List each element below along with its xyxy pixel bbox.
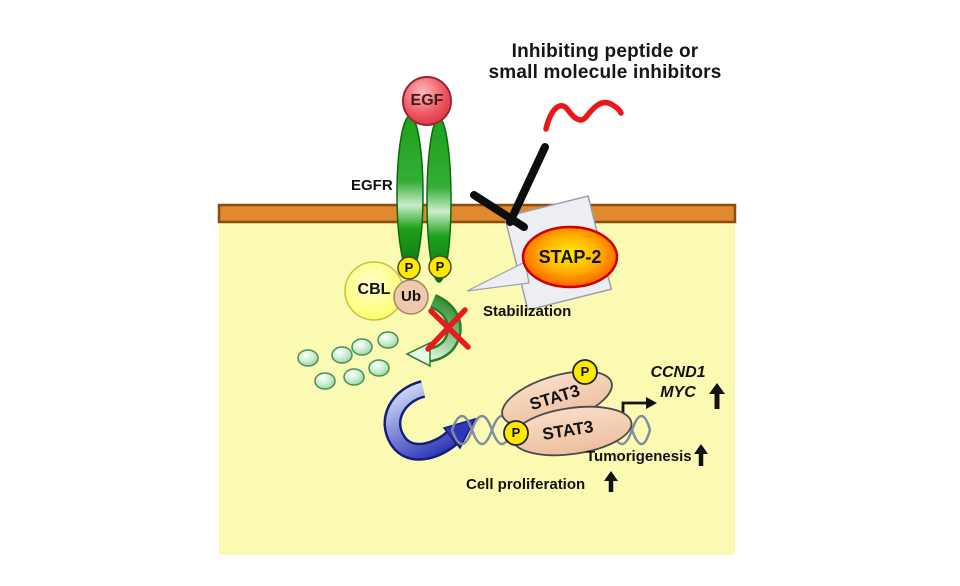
up-arrow-tumorigenesis-icon (694, 444, 708, 466)
phospho-circle-receptor-right (428, 255, 452, 279)
phospho-label-receptor-right: P (435, 259, 445, 274)
phospho-label-stat3-bottom: P (511, 425, 521, 440)
up-arrow-proliferation-icon (604, 471, 618, 492)
phospho-circle-stat3-top (572, 359, 598, 385)
peptide-squiggle-icon (543, 99, 624, 132)
cbl-label: CBL (357, 281, 391, 298)
red-x-icon (425, 307, 471, 352)
degradation-fragments (297, 331, 399, 390)
title-line-1: Inhibiting peptide or (511, 41, 699, 62)
title-line-2: small molecule inhibitors (488, 61, 722, 83)
egfr-receptor-left (396, 115, 424, 273)
phospho-circle-receptor-left (397, 256, 421, 280)
phospho-label-receptor-left: P (404, 260, 414, 275)
plasma-membrane (217, 203, 737, 224)
stap2-label: STAP-2 (538, 247, 602, 267)
tumorigenesis-label: Tumorigenesis (586, 448, 692, 465)
stabilization-label: Stabilization (483, 303, 572, 320)
inhibition-tbar-icon (470, 143, 549, 231)
egf-label: EGF (410, 92, 444, 109)
stap2-card-pointer (466, 261, 530, 292)
egfr-label: EGFR (351, 177, 393, 194)
degradation-arrow-icon (405, 294, 462, 368)
ub-label: Ub (401, 288, 421, 305)
gene-ccnd1-label: CCND1 (650, 364, 706, 381)
up-arrow-genes-icon (709, 383, 725, 409)
cell-proliferation-label: Cell proliferation (466, 476, 586, 493)
stap2-oval (521, 225, 619, 289)
figure-title: Inhibiting peptide or small molecule inh… (460, 41, 750, 84)
egf-ball (402, 76, 452, 126)
phospho-circle-stat3-bottom (503, 420, 529, 446)
phospho-label-stat3-top: P (580, 364, 590, 379)
signal-arrow-icon (383, 380, 477, 461)
cell-interior (219, 213, 735, 555)
gene-myc-label: MYC (660, 384, 696, 401)
ub-circle (393, 279, 429, 315)
